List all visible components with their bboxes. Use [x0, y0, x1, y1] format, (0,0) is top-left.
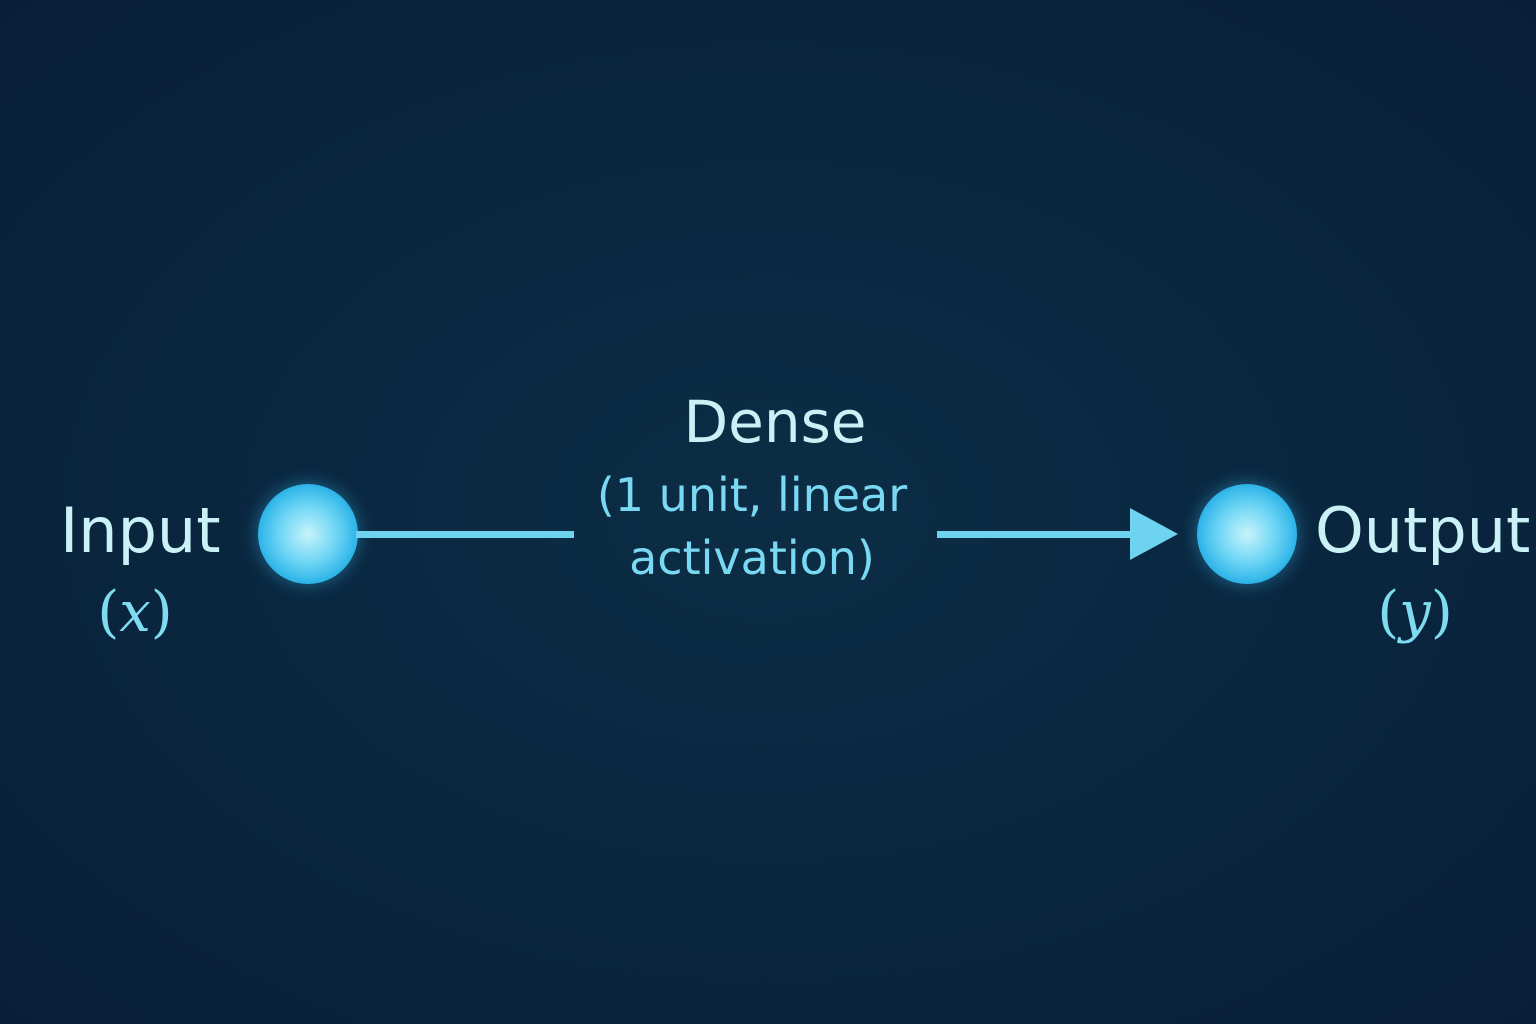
output-arrow-line — [937, 531, 1133, 538]
layer-description-line-1: (1 unit, linear — [596, 468, 908, 522]
output-label: Output — [1315, 494, 1531, 567]
output-arrowhead-icon — [1130, 508, 1178, 560]
output-variable-close: ) — [1430, 580, 1453, 645]
input-variable-close: ) — [150, 580, 173, 645]
output-variable-letter: y — [1399, 580, 1431, 645]
output-variable-open: ( — [1377, 580, 1400, 645]
input-variable: (x) — [60, 585, 210, 641]
layer-title: Dense — [683, 388, 867, 456]
input-label: Input — [60, 494, 221, 567]
input-connector-line — [356, 531, 574, 538]
output-variable: (y) — [1315, 585, 1515, 641]
input-node — [258, 484, 358, 584]
input-variable-letter: x — [119, 580, 151, 645]
layer-description-line-2: activation) — [629, 531, 875, 585]
input-variable-open: ( — [97, 580, 120, 645]
output-node — [1197, 484, 1297, 584]
